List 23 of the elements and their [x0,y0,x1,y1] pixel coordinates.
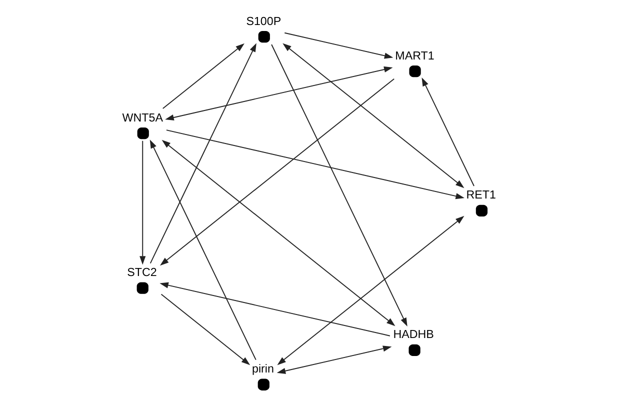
arrow [139,140,146,265]
arrow [276,346,392,374]
node-label: STC2 [126,266,156,280]
node-label: HADHB [392,328,434,342]
arrow [282,43,464,188]
arrow [160,294,250,366]
arrow [270,44,407,327]
arrow [276,216,464,366]
arrow [162,43,244,109]
arrow [149,140,256,360]
arrow [159,282,390,336]
node-label: pirin [252,362,274,376]
arrow [161,140,395,326]
arrow [149,43,256,264]
node-label: MART1 [394,49,434,62]
node-label: RET1 [466,188,496,202]
node-label: S100P [246,14,281,28]
arrow [159,78,394,266]
arrow [165,130,464,200]
arrow [421,77,474,186]
arrow [164,66,392,120]
node-label: WNT5A [122,111,162,124]
arrow [284,32,393,59]
